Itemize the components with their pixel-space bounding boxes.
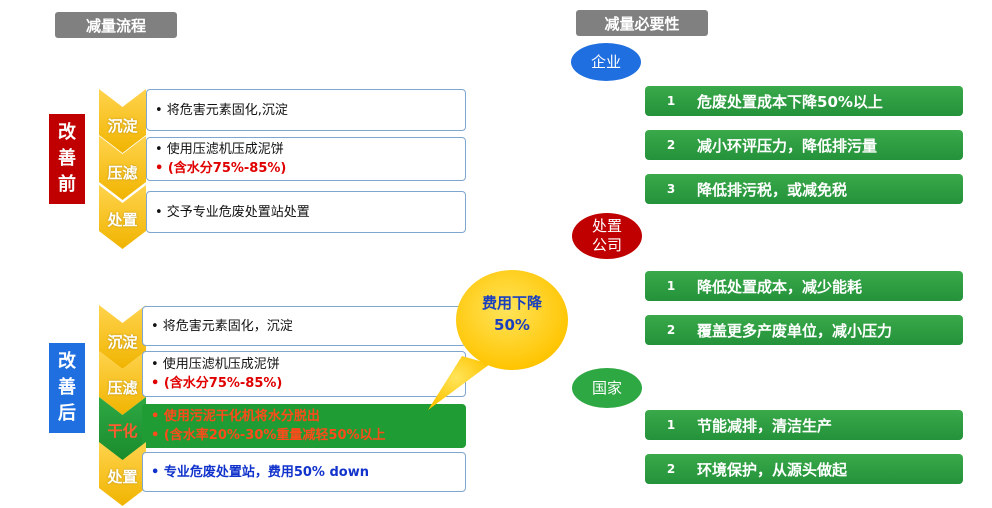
reason-number: 1: [666, 279, 676, 293]
reason-text: 降低处置成本，减少能耗: [697, 277, 863, 296]
before-label-char: 改: [58, 122, 76, 143]
step-tag: 干化: [107, 421, 138, 440]
reason-text: 减小环评压力，降低排污量: [697, 136, 878, 155]
step-tag: 压滤: [107, 378, 138, 397]
reason-number: 1: [666, 94, 676, 108]
before-label-char: 前: [58, 174, 76, 195]
reason-bar: 2 覆盖更多产废单位，减小压力: [645, 315, 963, 345]
callout-tail: [428, 356, 490, 410]
after-label-char: 改: [58, 351, 76, 372]
step-tag: 处置: [107, 467, 138, 486]
before-step-box: • 将危害元素固化,沉淀: [146, 89, 466, 131]
reason-bar: 1 节能减排，清洁生产: [645, 410, 963, 440]
step-text: • 使用压滤机压成泥饼: [151, 357, 280, 372]
group-oval-disposal: 处置公司: [572, 213, 642, 259]
group-oval-country: 国家: [572, 368, 642, 408]
step-text: • (含水率20%-30%重量减轻50%以上: [151, 428, 386, 443]
step-tag: 处置: [107, 210, 138, 229]
left-section-title: 减量流程: [55, 12, 177, 38]
before-step-box: • 使用压滤机压成泥饼 • (含水分75%-85%): [146, 137, 466, 181]
reason-bar: 1 危废处置成本下降50%以上: [645, 86, 963, 116]
before-label: 改 善 前: [49, 114, 85, 204]
callout-bubble: [428, 270, 568, 410]
after-label: 改 善 后: [49, 343, 85, 433]
step-tag: 压滤: [107, 163, 138, 182]
after-label-char: 后: [58, 403, 76, 424]
step-tag: 沉淀: [107, 116, 138, 135]
reason-text: 危废处置成本下降50%以上: [697, 92, 883, 111]
step-text: • 将危害元素固化,沉淀: [155, 102, 288, 118]
reason-bar: 3 降低排污税，或减免税: [645, 174, 963, 204]
step-text: • 将危害元素固化，沉淀: [151, 318, 293, 334]
step-tag: 沉淀: [107, 332, 138, 351]
group-oval-company: 企业: [571, 43, 641, 81]
reason-text: 节能减排，清洁生产: [697, 416, 833, 435]
before-label-char: 善: [58, 148, 76, 169]
after-step-box: • 专业危废处置站，费用50% down: [142, 452, 466, 492]
step-text: • 使用污泥干化机将水分脱出: [151, 409, 320, 424]
after-label-char: 善: [58, 377, 76, 398]
callout-ellipse: [456, 270, 568, 370]
reason-text: 覆盖更多产废单位，减小压力: [697, 321, 893, 340]
step-note-red: • (含水分75%-85%): [151, 376, 283, 391]
step-text: • 使用压滤机压成泥饼: [155, 142, 284, 157]
reason-bar: 1 降低处置成本，减少能耗: [645, 271, 963, 301]
callout-text: 费用下降50%: [481, 294, 542, 334]
after-step-box-dry: • 使用污泥干化机将水分脱出 • (含水率20%-30%重量减轻50%以上: [142, 404, 466, 448]
reason-text: 环境保护，从源头做起: [697, 460, 848, 479]
before-step-box: • 交予专业危废处置站处置: [146, 191, 466, 233]
reason-bar: 2 减小环评压力，降低排污量: [645, 130, 963, 160]
reason-number: 2: [666, 462, 676, 476]
reason-bar: 2 环境保护，从源头做起: [645, 454, 963, 484]
reason-number: 2: [666, 138, 676, 152]
reason-text: 降低排污税，或减免税: [697, 180, 848, 199]
reason-number: 3: [666, 182, 676, 196]
after-step-box: • 将危害元素固化，沉淀: [142, 306, 466, 346]
step-text: • 交予专业危废处置站处置: [155, 204, 310, 220]
reason-number: 1: [666, 418, 676, 432]
reason-number: 2: [666, 323, 676, 337]
after-step-box: • 使用压滤机压成泥饼 • (含水分75%-85%): [142, 351, 466, 397]
step-text: • 专业危废处置站，费用50% down: [151, 464, 369, 480]
right-section-title: 减量必要性: [576, 10, 708, 36]
step-note-red: • (含水分75%-85%): [155, 161, 287, 176]
